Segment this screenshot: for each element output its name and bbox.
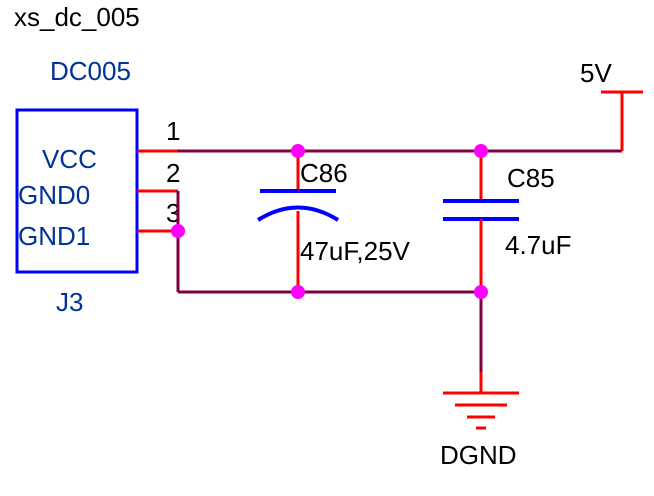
- connector-pin-name-gnd1: GND1: [18, 221, 90, 251]
- junction-c86-gnd: [291, 285, 305, 299]
- power-5v-label: 5V: [580, 58, 612, 88]
- connector-pin-number-1: 1: [166, 116, 180, 146]
- connector-part-label: DC005: [50, 56, 131, 86]
- junction-c85-vcc: [474, 144, 488, 158]
- junction-gnd1: [171, 224, 185, 238]
- c86-value: 47uF,25V: [300, 236, 411, 266]
- sheet-title: xs_dc_005: [14, 2, 140, 32]
- c86-plate-negative: [256, 205, 340, 222]
- connector-pin-name-vcc: VCC: [42, 144, 97, 174]
- ground-label: DGND: [440, 440, 517, 470]
- connector-designator: J3: [56, 287, 83, 317]
- c85-designator: C85: [507, 163, 555, 193]
- connector-pin-name-gnd0: GND0: [18, 180, 90, 210]
- junction-c85-gnd: [474, 285, 488, 299]
- connector-pin-number-2: 2: [166, 158, 180, 188]
- c85-value: 4.7uF: [505, 230, 572, 260]
- junction-c86-vcc: [291, 144, 305, 158]
- c86-designator: C86: [300, 158, 348, 188]
